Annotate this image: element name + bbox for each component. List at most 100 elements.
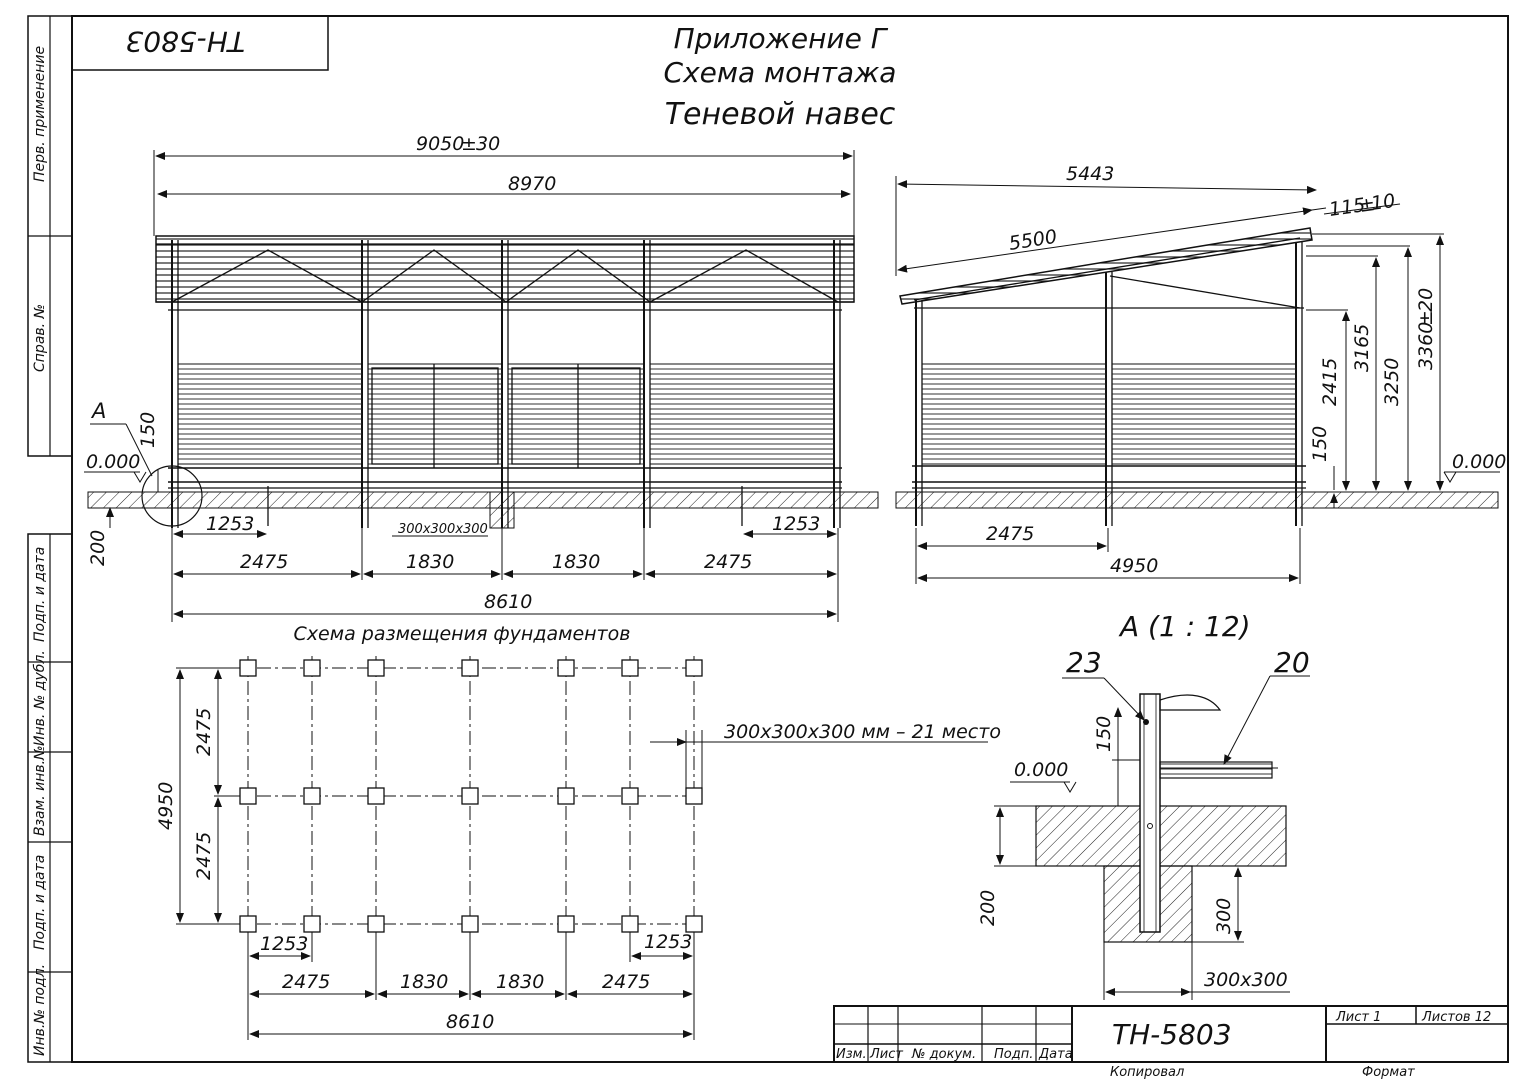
foundation-block: [621, 915, 639, 933]
side-dim-3360: 3360: [1415, 322, 1437, 370]
foundation-block: [303, 915, 321, 933]
front-dim-overall-tolval: 30: [476, 133, 500, 155]
foundation-dim-total: 8610: [446, 1011, 494, 1033]
front-dim-150: 150: [137, 412, 159, 448]
foundation-dim-half1: 2475: [193, 708, 215, 756]
front-view: А 0.000 150 200 9050 ± 30 8970: [84, 133, 879, 622]
foundation-block: [685, 659, 703, 677]
front-dim-overall: 9050: [416, 133, 464, 155]
detail-a: А (1 : 12): [977, 610, 1310, 1000]
side-label-perv: Перв. применение: [32, 46, 48, 182]
tb-col-date: Дата: [1038, 1047, 1073, 1062]
front-dim-left-offset: 1253: [206, 513, 254, 535]
front-level-mark: 0.000: [86, 451, 140, 473]
front-span-4: 2475: [704, 551, 752, 573]
side-view: 5443 5500 115 ± 10 2415 3165 3250 3360 ±…: [895, 163, 1506, 584]
side-label-podp2: Подп. и дата: [32, 855, 48, 950]
foundation-block: [239, 915, 257, 933]
detail-a-title: А (1 : 12): [1118, 610, 1251, 643]
side-dim-top: 5443: [1066, 163, 1114, 185]
foundation-block: [303, 787, 321, 805]
detail-a-pos-20: 20: [1274, 646, 1310, 679]
foundation-span-3: 1830: [496, 971, 544, 993]
side-label-sprav: Справ. №: [32, 304, 48, 372]
side-dim-2415: 2415: [1319, 358, 1341, 406]
side-label-inv-dubl: Инв. № дубл.: [32, 650, 48, 746]
foundation-dim-offset-right: 1253: [644, 931, 692, 953]
detail-a-dim-150: 150: [1093, 716, 1115, 752]
header-appendix: Приложение Г: [674, 22, 889, 55]
side-dim-2475: 2475: [986, 523, 1034, 545]
title-block: Изм. Лист № докум. Подп. Дата ТН-5803 Ли…: [833, 1005, 1509, 1080]
callout-a-circle: [141, 465, 203, 527]
front-dim-right-offset: 1253: [772, 513, 820, 535]
tb-col-list: Лист: [869, 1047, 903, 1062]
side-dim-overhang: 115: [1328, 194, 1367, 221]
side-dim-150: 150: [1309, 426, 1331, 462]
tb-col-izm: Изм.: [836, 1047, 867, 1062]
foundation-plan: Схема размещения фундаментов 300x300x300…: [155, 623, 1001, 1040]
detail-a-pos-23: 23: [1066, 646, 1102, 679]
foundation-block: [461, 787, 479, 805]
tb-col-sign: Подп.: [994, 1047, 1033, 1062]
foundation-dim-half2: 2475: [193, 832, 215, 880]
foundation-block: [367, 787, 385, 805]
side-dim-4950: 4950: [1110, 555, 1158, 577]
side-label-podp1: Подп. и дата: [32, 547, 48, 642]
callout-a-label: А: [90, 399, 106, 423]
foundation-dim-offset-left: 1253: [260, 933, 308, 955]
foundation-block: [303, 659, 321, 677]
tb-col-doc: № докум.: [911, 1047, 976, 1062]
header-scheme: Схема монтажа: [664, 56, 897, 89]
tb-copied: Копировал: [1110, 1065, 1184, 1080]
front-span-3: 1830: [552, 551, 600, 573]
header: Приложение Г Схема монтажа Теневой навес: [664, 22, 897, 132]
front-foundation-label: 300x300x300: [398, 522, 488, 537]
side-dim-3250: 3250: [1381, 358, 1403, 406]
detail-a-dim-200: 200: [977, 890, 999, 926]
foundation-span-2: 1830: [400, 971, 448, 993]
tb-doc-code: ТН-5803: [1112, 1018, 1232, 1051]
foundation-block: [557, 659, 575, 677]
front-roof: [155, 235, 855, 303]
foundation-block: [621, 787, 639, 805]
side-dim-overhang-tolval: 10: [1370, 190, 1397, 215]
side-level-mark: 0.000: [1452, 451, 1506, 473]
foundation-block: [621, 659, 639, 677]
front-span-1: 2475: [240, 551, 288, 573]
side-label-inv-podl: Инв.№ подл.: [32, 964, 48, 1056]
front-dim-base: 8610: [484, 591, 532, 613]
front-dim-200: 200: [87, 530, 109, 566]
detail-a-level: 0.000: [1014, 759, 1068, 781]
foundation-block: [367, 659, 385, 677]
front-span-2: 1830: [406, 551, 454, 573]
foundation-block: [461, 659, 479, 677]
front-dim-overall-tol: ±: [461, 133, 477, 155]
side-dim-overhang-tol: ±: [1358, 193, 1377, 217]
detail-a-dim-300x300: 300x300: [1204, 969, 1288, 991]
sheet-frame: [27, 15, 1509, 1063]
front-dim-roof: 8970: [508, 173, 556, 195]
front-ground: [87, 491, 879, 509]
foundation-block: [557, 915, 575, 933]
foundation-block: [461, 915, 479, 933]
foundation-block: [685, 787, 703, 805]
tb-sheet: Лист 1: [1335, 1010, 1381, 1025]
header-title: Теневой навес: [665, 97, 896, 132]
foundation-note: 300x300x300 мм – 21 место: [724, 721, 1001, 743]
side-label-vzam: Взам. инв.№: [32, 745, 48, 836]
side-dim-3360-tol: ±: [1415, 310, 1437, 326]
foundation-block: [239, 787, 257, 805]
foundation-block: [557, 787, 575, 805]
tb-format: Формат: [1362, 1065, 1415, 1080]
foundation-block: [239, 659, 257, 677]
foundation-span-4: 2475: [602, 971, 650, 993]
side-dim-3360-tolval: 20: [1415, 288, 1437, 312]
foundation-dim-depth: 4950: [155, 782, 177, 830]
side-dim-slope: 5500: [1007, 226, 1058, 255]
foundation-plan-title: Схема размещения фундаментов: [294, 623, 631, 645]
foundation-block: [685, 915, 703, 933]
side-dim-3165: 3165: [1351, 324, 1373, 372]
